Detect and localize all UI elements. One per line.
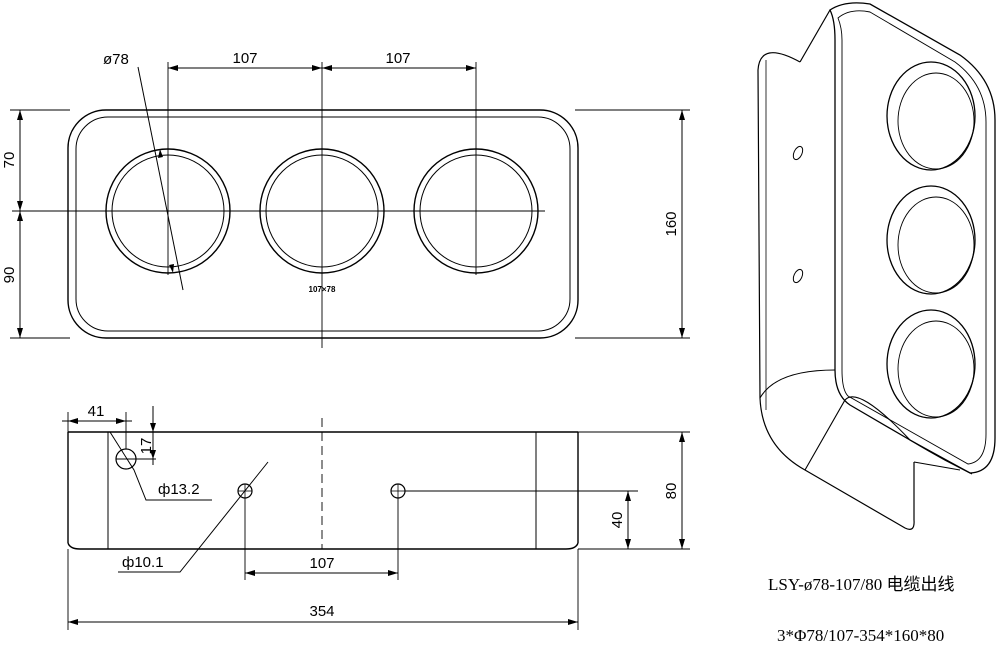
side-hole-center-label: 40: [609, 512, 626, 529]
top-outline: [67, 109, 579, 339]
iso-side-hole-1: [792, 145, 804, 161]
side-large-hole-leader: [109, 431, 212, 501]
iso-hole-1-inner: [897, 72, 975, 170]
side-hole-height-label: 17: [138, 438, 155, 455]
iso-base-edge: [913, 461, 961, 471]
side-small-hole-leader: [118, 461, 269, 573]
iso-top-edge: [799, 9, 831, 63]
top-pitch-right-label: 107: [385, 50, 410, 67]
top-lower-label: 90: [1, 267, 18, 284]
side-17-arrows: [150, 423, 156, 459]
top-diameter-label: ø78: [103, 51, 129, 68]
caption-model: LSY-ø78-107/80 电缆出线: [768, 575, 955, 594]
iso-hole-2-inner: [897, 196, 975, 294]
top-center-note: 107×78: [309, 285, 336, 294]
top-view: 107 107 ø78 107×78 70 90 160: [1, 50, 690, 348]
iso-bottom-edge: [804, 396, 973, 475]
top-pitch-arrows: [168, 65, 476, 71]
side-small-hole-label: ф10.1: [122, 554, 164, 571]
side-view: 41 17 ф13.2 ф10.1 107 40 80: [62, 403, 690, 630]
side-left-offset-label: 41: [88, 403, 105, 420]
side-pitch-label: 107: [309, 555, 334, 572]
side-bottom-edge: [67, 542, 579, 550]
iso-hole-1: [886, 61, 976, 171]
top-upper-label: 70: [1, 152, 18, 169]
side-large-hole-label: ф13.2: [158, 481, 200, 498]
iso-front-face: [757, 52, 915, 530]
iso-top-face: [829, 2, 996, 474]
top-inner-outline: [75, 116, 571, 332]
top-pitch-left-label: 107: [232, 50, 257, 67]
iso-hole-3: [886, 309, 976, 419]
iso-hole-2: [886, 185, 976, 295]
side-height-label: 80: [663, 483, 680, 500]
iso-hole-3-inner: [897, 320, 975, 418]
top-height-label: 160: [663, 211, 680, 236]
caption-spec: 3*Φ78/107-354*160*80: [777, 626, 944, 645]
side-length-label: 354: [309, 603, 334, 620]
isometric-view: [757, 2, 996, 530]
iso-top-face-inner: [837, 10, 987, 465]
iso-bottom-curve: [759, 369, 836, 399]
iso-side-hole-2: [792, 268, 804, 284]
top-diameter-leader: [137, 66, 184, 291]
